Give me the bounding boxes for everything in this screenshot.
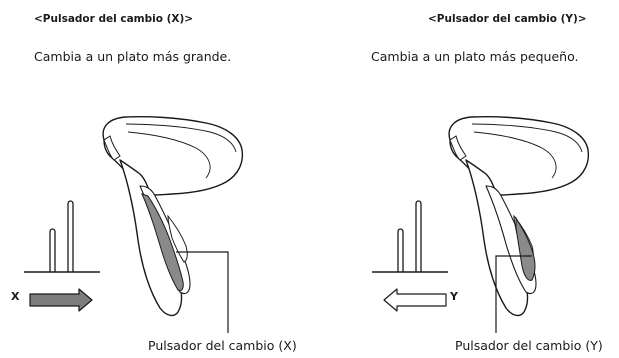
left-title: <Pulsador del cambio (X)>: [34, 13, 194, 25]
right-shift-lever-icon: [448, 115, 590, 317]
left-arrow-label: X: [11, 290, 20, 303]
right-chainring-icon: [371, 200, 449, 273]
right-title: <Pulsador del cambio (Y)>: [428, 13, 587, 25]
left-arrow-icon: [383, 288, 447, 312]
right-callout-line: [495, 255, 532, 333]
left-button-highlight: [141, 193, 184, 291]
left-description: Cambia a un plato más grande.: [34, 49, 232, 64]
left-callout-label: Pulsador del cambio (X): [148, 338, 297, 353]
right-button-highlight: [515, 216, 536, 281]
left-callout-line: [176, 251, 229, 333]
right-description: Cambia a un plato más pequeño.: [371, 49, 579, 64]
left-shift-lever-icon: [102, 115, 244, 317]
right-arrow-icon: [29, 288, 93, 312]
right-callout-label: Pulsador del cambio (Y): [455, 338, 603, 353]
right-arrow-label: Y: [450, 290, 458, 303]
left-chainring-icon: [23, 200, 101, 273]
